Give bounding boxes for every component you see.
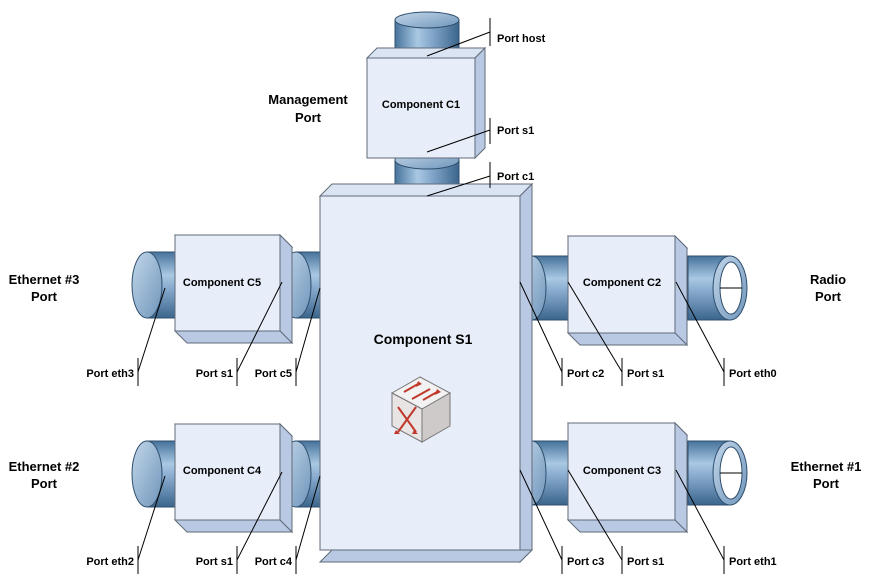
- port-c3-label: Port c3: [567, 556, 604, 568]
- component-c4-box: [173, 422, 294, 534]
- component-c2-label: Component C2: [583, 277, 661, 289]
- leader-lines: [137, 18, 725, 574]
- ethernet3-port-label-line2: Port: [31, 289, 58, 304]
- port-host-label: Port host: [497, 33, 546, 45]
- port-c4-s1-label: Port s1: [196, 556, 233, 568]
- ethernet2-port-label-line1: Ethernet #2: [9, 459, 80, 474]
- port-c5-s1-label: Port s1: [196, 368, 233, 380]
- component-c3-label: Component C3: [583, 465, 661, 477]
- port-c1-label: Port c1: [497, 171, 534, 183]
- port-eth3-label: Port eth3: [86, 368, 134, 380]
- port-eth0-label: Port eth0: [729, 368, 777, 380]
- component-c5-label: Component C5: [183, 277, 261, 289]
- port-c4-label: Port c4: [255, 556, 293, 568]
- management-port-label-line2: Port: [295, 110, 322, 125]
- component-c3-box: [566, 421, 689, 534]
- radio-port-label-line1: Radio: [810, 272, 846, 287]
- eth2-port-pipe: [131, 440, 178, 508]
- component-c5-box: [173, 233, 294, 345]
- ethernet2-port-label-line2: Port: [31, 476, 58, 491]
- port-c5-label: Port c5: [255, 368, 292, 380]
- component-c2-box: [566, 234, 689, 347]
- component-c4-label: Component C4: [183, 465, 262, 477]
- port-c3-s1-label: Port s1: [627, 556, 664, 568]
- ethernet1-port-label-line1: Ethernet #1: [791, 459, 862, 474]
- switch-cube-icon: [390, 376, 452, 443]
- port-eth1-label: Port eth1: [729, 556, 777, 568]
- port-c2-s1-label: Port s1: [627, 368, 664, 380]
- component-s1-box: [318, 182, 534, 564]
- port-c2-label: Port c2: [567, 368, 604, 380]
- ethernet3-port-label-line1: Ethernet #3: [9, 272, 80, 287]
- management-port-label-line1: Management: [268, 92, 348, 107]
- component-c1-label: Component C1: [382, 99, 460, 111]
- eth3-port-pipe: [131, 251, 178, 319]
- port-eth2-label: Port eth2: [86, 556, 134, 568]
- eth1-port-pipe: [687, 440, 748, 506]
- radio-port-pipe: [687, 255, 748, 321]
- component-s1-label: Component S1: [374, 331, 473, 347]
- port-c1-s1-label: Port s1: [497, 125, 534, 137]
- ethernet1-port-label-line2: Port: [813, 476, 840, 491]
- radio-port-label-line2: Port: [815, 289, 842, 304]
